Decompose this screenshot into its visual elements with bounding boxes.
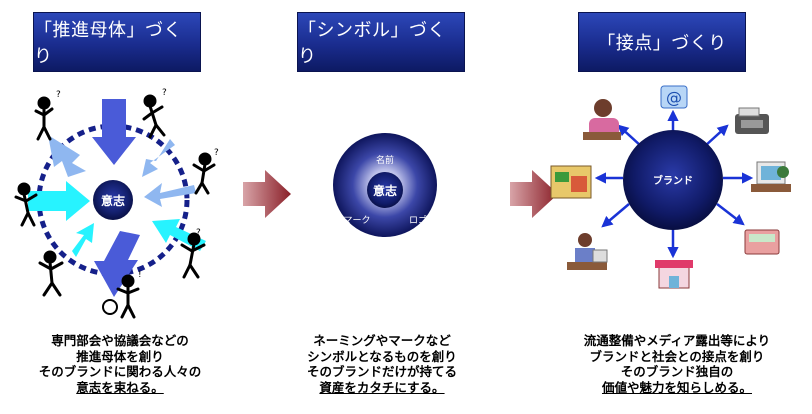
- caption-3-line-3: そのブランド独自の: [620, 364, 734, 379]
- connector-arrows: [594, 109, 754, 259]
- suishin-botai-diagram: 意志: [14, 88, 219, 319]
- mid-blue-arrows: [92, 99, 140, 297]
- email-icon: @: [660, 85, 688, 109]
- shop-icon: [655, 260, 693, 289]
- svg-text:?: ?: [56, 90, 61, 100]
- person-bottom-icon: [102, 274, 140, 319]
- flow-arrow-1: [243, 170, 291, 218]
- caption-2-line-3: そのブランドだけが持てる: [306, 364, 457, 379]
- header-suishin-botai-label: 「推進母体」づくり: [34, 20, 182, 67]
- header-setten-label: 「接点」づくり: [597, 33, 727, 54]
- symbol-diagram: 意志 名前 マーク ロゴ: [333, 133, 437, 237]
- caption-1-line-1: 専門部会や協議会などの: [51, 333, 189, 348]
- symbol-inner-circle: [367, 172, 403, 208]
- caption-1-line-2: 推進母体を創り: [76, 348, 164, 364]
- person-top-right-icon: [142, 94, 166, 139]
- caption-1-line-3: そのブランドに関わる人々の: [38, 364, 202, 379]
- fax-icon: [735, 107, 769, 134]
- shop-display-icon: [550, 165, 592, 199]
- header-suishin-botai: 「推進母体」づくり: [33, 12, 201, 72]
- setten-diagram: ブランド @: [550, 85, 791, 289]
- register-icon: [744, 229, 780, 255]
- symbol-mark-label: マーク: [343, 215, 370, 226]
- caption-symbol: ネーミングやマークなど シンボルとなるものを創り そのブランドだけが持てる 資産…: [252, 333, 512, 395]
- ishi-center-circle: [93, 180, 133, 220]
- header-setten: 「接点」づくり: [578, 12, 746, 72]
- flow-arrow-2: [510, 170, 558, 218]
- brand-center-circle: [623, 130, 723, 230]
- caption-2-line-2: シンボルとなるものを創り: [307, 348, 457, 364]
- caption-suishin-botai: 専門部会や協議会などの 推進母体を創り そのブランドに関わる人々の 意志を束ねる…: [0, 333, 250, 395]
- person-bottom-left-icon: [38, 250, 64, 297]
- woman-phone-icon: [583, 99, 621, 140]
- svg-text:?: ?: [214, 148, 219, 158]
- caption-setten: 流通整備やメディア露出等により ブランドと社会との接点を創り そのブランド独自の…: [542, 333, 812, 395]
- person-right-icon: [192, 152, 216, 195]
- caption-3-line-2: ブランドと社会との接点を創り: [589, 348, 765, 364]
- caption-1-line-4: 意志を束ねる。: [76, 379, 164, 395]
- computer-user-icon: [751, 161, 791, 192]
- symbol-center-label: 意志: [373, 183, 397, 198]
- ishi-center-label: 意志: [101, 193, 125, 208]
- svg-text:?: ?: [162, 88, 167, 98]
- caption-2-line-1: ネーミングやマークなど: [313, 333, 451, 348]
- header-symbol: 「シンボル」づくり: [297, 12, 465, 72]
- svg-text:!: !: [138, 270, 142, 280]
- thought-marks: ??? ?!: [56, 88, 219, 280]
- symbol-name-label: 名前: [376, 154, 394, 166]
- person-bottom-right-icon: [180, 232, 206, 279]
- person-left-icon: [14, 182, 38, 227]
- person-top-left-icon: [34, 96, 54, 141]
- person-figures: [14, 94, 216, 319]
- caption-2-line-4: 資産をカタチにする。: [319, 379, 445, 395]
- symbol-logo-label: ロゴ: [409, 214, 427, 226]
- caption-3-line-4: 価値や魅力を知らしめる。: [601, 379, 752, 395]
- brand-center-label: ブランド: [653, 174, 693, 187]
- light-blue-arrows: [48, 135, 196, 207]
- header-symbol-label: 「シンボル」づくり: [298, 20, 446, 67]
- caption-3-line-1: 流通整備やメディア露出等により: [583, 333, 771, 348]
- office-worker-icon: [567, 233, 608, 270]
- svg-text:?: ?: [196, 228, 201, 238]
- svg-text:@: @: [666, 88, 682, 107]
